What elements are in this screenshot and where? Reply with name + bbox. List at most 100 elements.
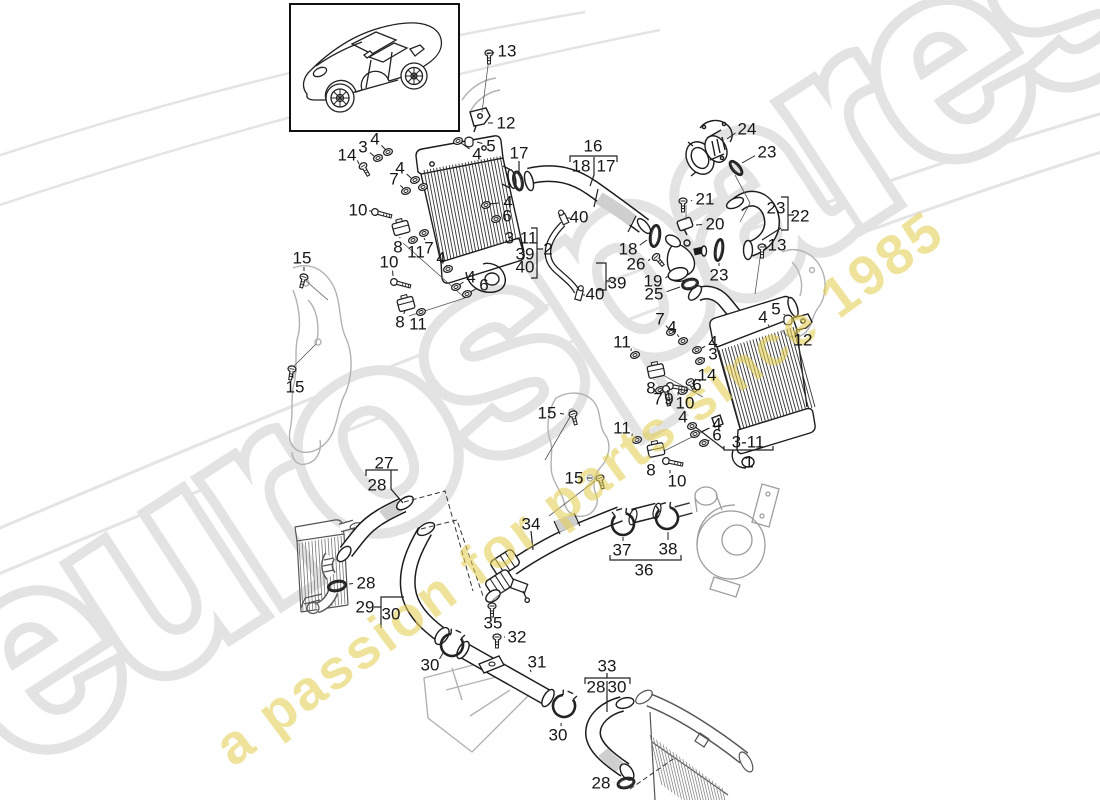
part-callout-3[interactable]: 3 — [358, 137, 368, 157]
part-callout-40[interactable]: 40 — [515, 257, 535, 277]
part-callout-11[interactable]: 11 — [409, 314, 427, 334]
hose-33 — [584, 696, 635, 781]
pipe-port-tab — [509, 578, 531, 604]
part-callout-28[interactable]: 28 — [356, 573, 376, 593]
part-callout-15[interactable]: 15 — [292, 248, 312, 268]
part-callout-19[interactable]: 19 — [643, 271, 663, 291]
part-callout-11[interactable]: 11 — [613, 418, 631, 438]
part-callout-28[interactable]: 28 — [591, 773, 611, 793]
part-callout-6[interactable]: 6 — [502, 206, 512, 226]
part-callout-36[interactable]: 36 — [634, 560, 654, 580]
part-callout-28[interactable]: 28 — [586, 677, 606, 697]
part-callout-12[interactable]: 12 — [496, 113, 516, 133]
part-callout-6[interactable]: 6 — [479, 275, 489, 295]
part-callout-2[interactable]: 2 — [543, 239, 553, 259]
part-callout-17[interactable]: 17 — [596, 156, 616, 176]
part-callout-7[interactable]: 7 — [424, 238, 434, 258]
part-callout-16[interactable]: 16 — [583, 136, 603, 156]
part-callout-17[interactable]: 17 — [509, 143, 529, 163]
hardware-parts — [287, 49, 793, 790]
part-callout-23[interactable]: 23 — [757, 142, 777, 162]
part-callout-3[interactable]: 3 — [708, 344, 718, 364]
part-callout-35[interactable]: 35 — [483, 613, 503, 633]
part-callout-22[interactable]: 22 — [790, 206, 810, 226]
part-callout-26[interactable]: 26 — [626, 254, 646, 274]
part-callout-10[interactable]: 10 — [348, 200, 368, 220]
part-callout-4[interactable]: 4 — [712, 414, 722, 434]
intercooler-bottom-right — [635, 689, 754, 800]
part-callout-30[interactable]: 30 — [420, 655, 440, 675]
part-callout-20[interactable]: 20 — [705, 214, 725, 234]
part-callout-9[interactable]: 9 — [664, 389, 674, 409]
part-callout-28[interactable]: 28 — [367, 475, 387, 495]
hose-29-30 — [399, 521, 450, 646]
part-callout-31[interactable]: 31 — [527, 652, 547, 672]
part-callout-15[interactable]: 15 — [537, 403, 557, 423]
part-callout-29[interactable]: 29 — [355, 597, 375, 617]
part-callout-12[interactable]: 12 — [793, 330, 813, 350]
part-callout-4[interactable]: 4 — [395, 158, 405, 178]
part-callout-8[interactable]: 8 — [646, 460, 656, 480]
part-callout-33[interactable]: 33 — [597, 656, 617, 676]
part-callout-1[interactable]: 1 — [744, 452, 754, 472]
part-callout-15[interactable]: 15 — [564, 468, 584, 488]
part-callout-8[interactable]: 8 — [646, 378, 656, 398]
part-callout-3-11[interactable]: 3-11 — [504, 228, 538, 248]
part-callout-11[interactable]: 11 — [407, 242, 425, 262]
part-callout-10[interactable]: 10 — [675, 393, 695, 413]
callout-leader-lines — [292, 51, 801, 783]
part-callout-4[interactable]: 4 — [466, 267, 476, 287]
part-callout-23[interactable]: 23 — [709, 265, 729, 285]
part-callout-11[interactable]: 11 — [613, 332, 631, 352]
part-callout-14[interactable]: 14 — [337, 145, 357, 165]
vehicle-thumbnail — [289, 3, 460, 132]
part-callout-34[interactable]: 34 — [521, 514, 541, 534]
part-callout-18[interactable]: 18 — [618, 239, 638, 259]
part-callout-21[interactable]: 21 — [695, 189, 715, 209]
part-callout-14[interactable]: 14 — [697, 365, 717, 385]
part-callout-25[interactable]: 25 — [644, 284, 664, 304]
part-callout-23[interactable]: 23 — [766, 198, 786, 218]
part-callout-13[interactable]: 13 — [767, 235, 787, 255]
part-callout-7[interactable]: 7 — [389, 169, 399, 189]
part-callout-7[interactable]: 7 — [655, 309, 665, 329]
part-callout-10[interactable]: 10 — [667, 471, 687, 491]
part-callout-32[interactable]: 32 — [507, 627, 527, 647]
part-callout-40[interactable]: 40 — [585, 284, 605, 304]
part-callout-10[interactable]: 10 — [379, 252, 399, 272]
part-callout-4[interactable]: 4 — [436, 248, 446, 268]
part-callout-4[interactable]: 4 — [678, 407, 688, 427]
part-callout-38[interactable]: 38 — [658, 539, 678, 559]
part-callout-27[interactable]: 27 — [374, 453, 394, 473]
part-callout-37[interactable]: 37 — [612, 540, 632, 560]
part-callout-4[interactable]: 4 — [708, 332, 718, 352]
part-callout-39[interactable]: 39 — [607, 273, 627, 293]
part-callout-18[interactable]: 18 — [571, 156, 591, 176]
part-callout-4[interactable]: 4 — [667, 317, 677, 337]
intercooler-right — [687, 285, 816, 469]
part-callout-24[interactable]: 24 — [737, 119, 757, 139]
part-callout-5[interactable]: 5 — [486, 136, 496, 156]
part-callout-7[interactable]: 7 — [653, 389, 663, 409]
guide-lines — [293, 57, 762, 602]
part-callout-3-11[interactable]: 3-11 — [731, 432, 765, 452]
pressure-pipe-34 — [485, 502, 693, 604]
part-callout-30[interactable]: 30 — [607, 677, 627, 697]
part-callout-4[interactable]: 4 — [758, 307, 768, 327]
part-callout-15[interactable]: 15 — [285, 377, 305, 397]
part-callout-6[interactable]: 6 — [692, 375, 702, 395]
part-callout-8[interactable]: 8 — [393, 237, 403, 257]
part-callout-6[interactable]: 6 — [712, 425, 722, 445]
part-callout-30[interactable]: 30 — [381, 604, 401, 624]
part-callout-30[interactable]: 30 — [548, 725, 568, 745]
part-callout-4[interactable]: 4 — [503, 192, 513, 212]
part-callout-40[interactable]: 40 — [569, 207, 589, 227]
part-callout-4[interactable]: 4 — [370, 129, 380, 149]
part-callout-5[interactable]: 5 — [771, 299, 781, 319]
part-callout-8[interactable]: 8 — [395, 312, 405, 332]
turbocharger-drawing — [694, 483, 780, 598]
part-callout-4[interactable]: 4 — [472, 144, 482, 164]
part-callout-13[interactable]: 13 — [497, 41, 517, 61]
part-callout-39[interactable]: 39 — [515, 244, 535, 264]
